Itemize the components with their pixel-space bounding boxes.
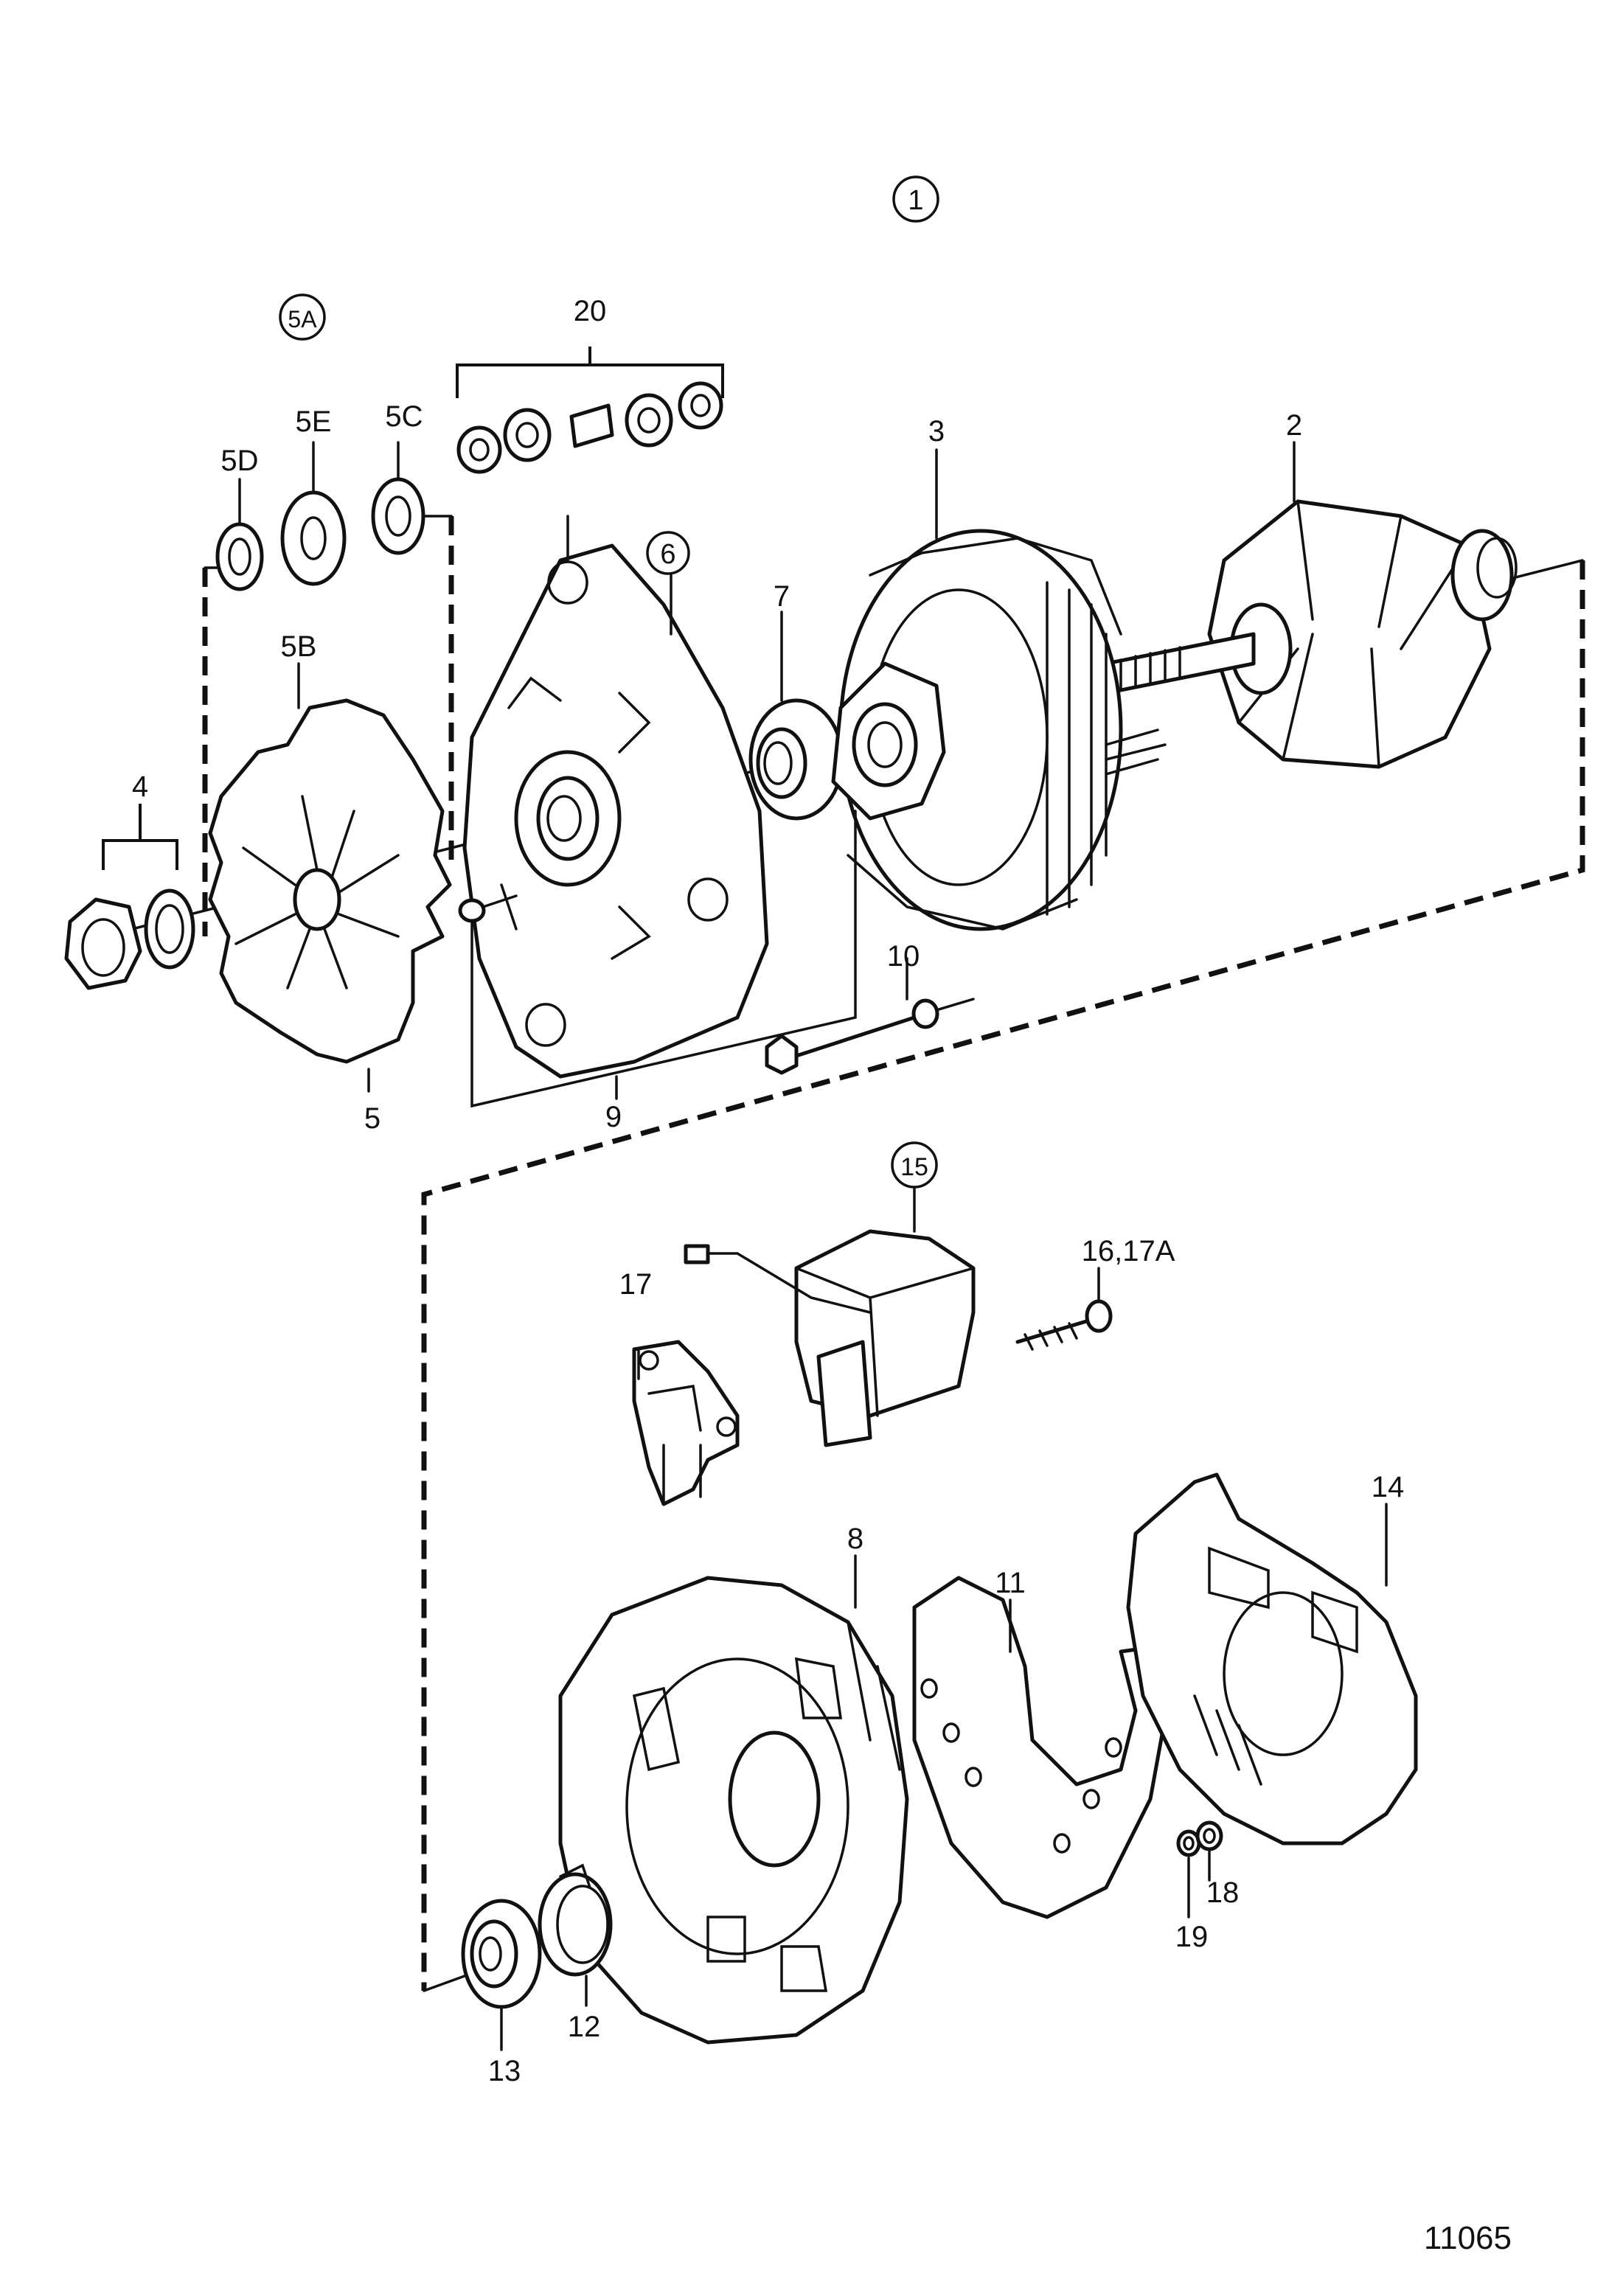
part-3-stator — [838, 529, 1167, 931]
callout-5b: 5B — [281, 630, 317, 663]
label-6-text: 6 — [660, 539, 675, 570]
part-6-front-bracket — [462, 515, 769, 1079]
leader-lines — [238, 441, 1388, 2051]
part-5b-fan — [208, 698, 452, 1064]
callout-17: 17 — [619, 1268, 653, 1301]
label-5a-circled: 5A — [279, 293, 326, 341]
dashed-line-bottom-end — [423, 1975, 466, 1992]
label-6-circled: 6 — [646, 531, 690, 575]
part-4-nut-washer — [64, 804, 195, 990]
dashed-line-upper-right — [421, 560, 1585, 1991]
part-12-clip — [538, 1863, 613, 1977]
callout-13: 13 — [488, 2055, 521, 2087]
callout-12: 12 — [568, 2011, 601, 2043]
part-8-rear-bracket — [558, 1576, 909, 2045]
part-9-screw-line — [470, 810, 857, 1108]
part-13-rear-bearing — [461, 1899, 542, 2009]
part-15-regulator — [684, 1229, 976, 1447]
callout-14: 14 — [1372, 1471, 1405, 1503]
part-10-through-bolt — [765, 957, 975, 1075]
part-5e-washer — [280, 490, 347, 586]
label-5a-text: 5A — [288, 306, 317, 333]
callout-5c: 5C — [385, 400, 423, 433]
diagram-number: 11065 — [1424, 2220, 1512, 2256]
part-17-brush-holder — [632, 1340, 740, 1506]
callout-5: 5 — [364, 1102, 380, 1135]
callout-19: 19 — [1175, 1921, 1209, 1953]
callout-3: 3 — [928, 415, 945, 448]
callout-4: 4 — [132, 770, 148, 803]
callout-2: 2 — [1286, 409, 1302, 442]
small-screw — [458, 894, 518, 923]
part-16-17a-screw — [1015, 1267, 1113, 1351]
callout-9: 9 — [605, 1101, 622, 1133]
part-5c-spacer — [371, 477, 425, 555]
label-1-circled: 1 — [892, 175, 939, 223]
part-2-rotor — [1104, 499, 1518, 769]
label-15-text: 15 — [900, 1153, 928, 1181]
callout-11: 11 — [995, 1567, 1026, 1599]
label-15-circled: 15 — [891, 1141, 938, 1189]
part-14-rear-cover — [1126, 1472, 1418, 1846]
callout-10: 10 — [887, 940, 920, 973]
callout-5d: 5D — [220, 445, 258, 477]
part-20-bushing-set — [456, 347, 724, 474]
callout-8: 8 — [847, 1523, 863, 1555]
part-18-nut — [1195, 1820, 1223, 1851]
callout-18: 18 — [1206, 1876, 1240, 1909]
callout-16-17a: 16,17A — [1082, 1235, 1175, 1267]
callout-20: 20 — [574, 295, 607, 327]
label-1-text: 1 — [908, 185, 923, 216]
callout-5e: 5E — [296, 406, 332, 438]
part-7-bearing — [748, 698, 844, 821]
bearing-retainer-plate — [831, 661, 946, 821]
callout-7: 7 — [774, 580, 790, 613]
part-5d-spacer — [215, 522, 264, 591]
